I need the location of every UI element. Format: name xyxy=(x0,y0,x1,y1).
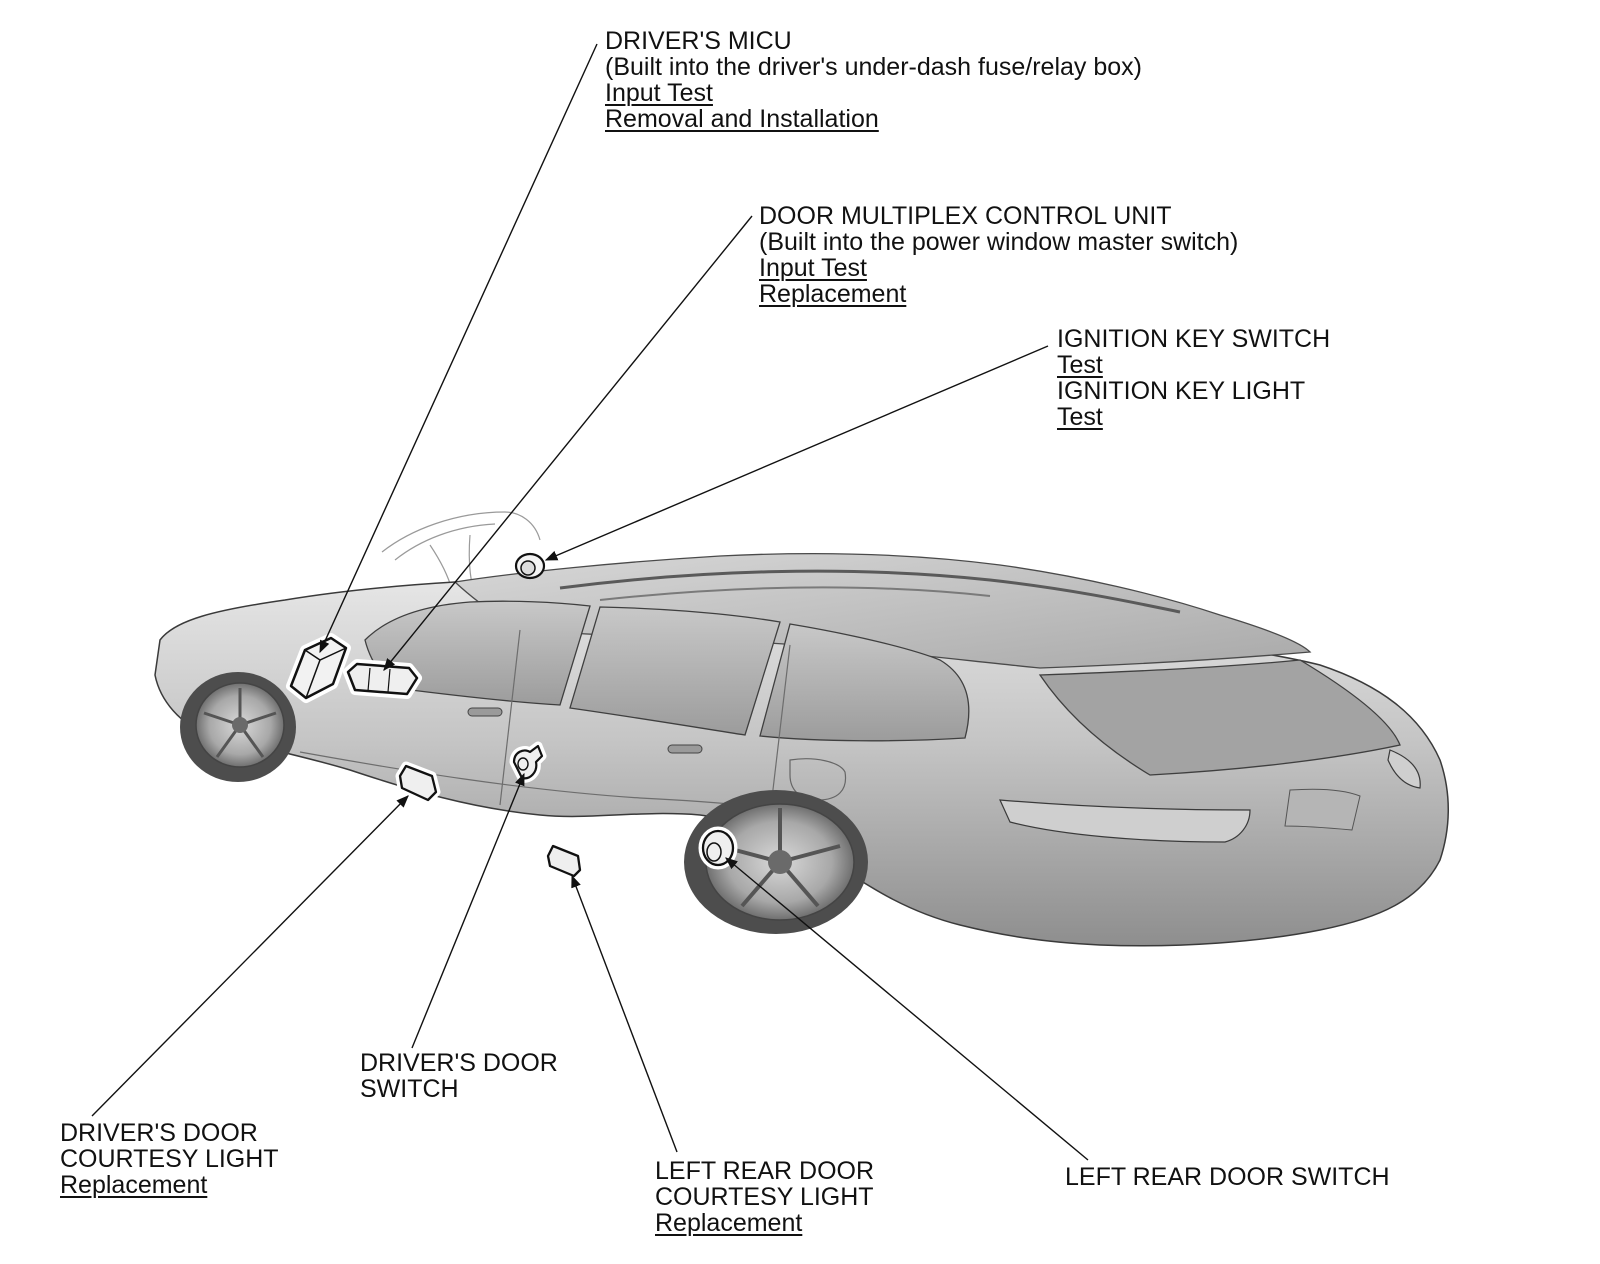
leader-drivers-door-courtesy-light xyxy=(91,795,409,1117)
left-rear-courtesy-line2: COURTESY LIGHT xyxy=(655,1183,874,1211)
door-multiplex-callout: DOOR MULTIPLEX CONTROL UNIT (Built into … xyxy=(759,203,1238,307)
ignition-key-switch-title: IGNITION KEY SWITCH xyxy=(1057,325,1331,353)
drivers-door-switch-callout: DRIVER'S DOOR SWITCH xyxy=(360,1050,558,1102)
rear-wheel xyxy=(684,790,868,934)
drivers-micu-marker xyxy=(286,633,351,703)
left-rear-courtesy-replacement-link[interactable]: Replacement xyxy=(655,1209,803,1237)
ignition-key-light-test-link[interactable]: Test xyxy=(1057,403,1103,431)
leader-door-multiplex xyxy=(383,215,753,671)
left-rear-door-switch-marker xyxy=(698,826,738,870)
door-multiplex-marker xyxy=(343,659,422,699)
left-rear-courtesy-line1: LEFT REAR DOOR xyxy=(655,1157,875,1185)
drivers-door-switch-line2: SWITCH xyxy=(360,1075,459,1103)
leader-ignition-key-switch xyxy=(544,345,1049,561)
door-multiplex-replacement-link[interactable]: Replacement xyxy=(759,280,907,308)
drivers-door-courtesy-line2: COURTESY LIGHT xyxy=(60,1145,279,1173)
leader-left-rear-door-courtesy-light xyxy=(571,874,678,1153)
ignition-key-switch-test-link[interactable]: Test xyxy=(1057,351,1103,379)
left-rear-door-courtesy-light-callout: LEFT REAR DOOR COURTESY LIGHT Replacemen… xyxy=(655,1158,874,1236)
ignition-callout: IGNITION KEY SWITCH Test IGNITION KEY LI… xyxy=(1057,326,1330,430)
leader-lines xyxy=(91,43,1089,1161)
drivers-micu-callout: DRIVER'S MICU (Built into the driver's u… xyxy=(605,28,1142,132)
door-multiplex-input-test-link[interactable]: Input Test xyxy=(759,254,867,282)
left-rear-door-switch-title: LEFT REAR DOOR SWITCH xyxy=(1065,1163,1390,1191)
drivers-door-courtesy-light-callout: DRIVER'S DOOR COURTESY LIGHT Replacement xyxy=(60,1120,279,1198)
drivers-door-switch-marker xyxy=(509,741,547,783)
station-wagon-body xyxy=(154,553,1449,947)
ignition-key-switch-marker xyxy=(514,552,546,580)
front-wheel xyxy=(180,672,296,782)
leader-drivers-door-switch xyxy=(411,772,525,1049)
door-multiplex-title: DOOR MULTIPLEX CONTROL UNIT xyxy=(759,202,1172,230)
drivers-micu-title: DRIVER'S MICU xyxy=(605,27,792,55)
leader-left-rear-door-switch xyxy=(725,857,1089,1161)
left-rear-door-courtesy-light-marker xyxy=(543,841,585,881)
drivers-micu-removal-installation-link[interactable]: Removal and Installation xyxy=(605,105,879,133)
drivers-door-courtesy-light-marker xyxy=(395,761,441,805)
drivers-door-switch-line1: DRIVER'S DOOR xyxy=(360,1049,558,1077)
drivers-door-courtesy-replacement-link[interactable]: Replacement xyxy=(60,1171,208,1199)
drivers-micu-note: (Built into the driver's under-dash fuse… xyxy=(605,53,1142,81)
drivers-micu-input-test-link[interactable]: Input Test xyxy=(605,79,713,107)
left-rear-door-switch-callout: LEFT REAR DOOR SWITCH xyxy=(1065,1164,1390,1190)
drivers-door-courtesy-line1: DRIVER'S DOOR xyxy=(60,1119,258,1147)
ignition-key-light-title: IGNITION KEY LIGHT xyxy=(1057,377,1306,405)
leader-drivers-micu xyxy=(319,43,598,654)
door-multiplex-note: (Built into the power window master swit… xyxy=(759,228,1239,256)
